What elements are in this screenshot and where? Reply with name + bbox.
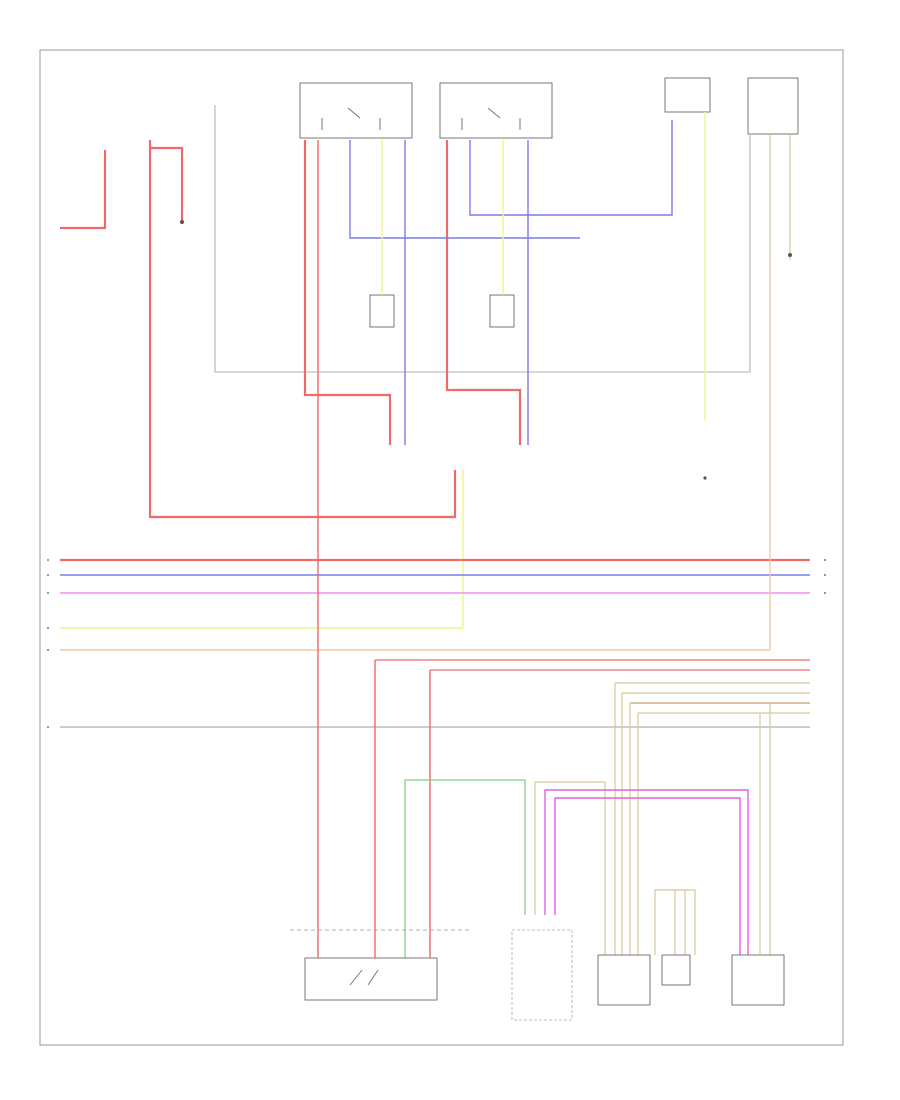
diagram-frame (39, 49, 844, 1046)
combination-switch-outputs (769, 135, 791, 260)
right-feed-lines (375, 659, 810, 714)
top-gray-loop (214, 105, 751, 373)
bus-lines (60, 260, 810, 728)
module-switch (349, 969, 379, 986)
switch-contacts-left (321, 107, 381, 130)
lower-green-wire (404, 779, 526, 960)
control-module-outline (511, 929, 573, 1021)
left-motor (597, 954, 651, 1006)
red-wires-top (60, 140, 522, 519)
left-horn-relay (369, 294, 395, 328)
right-motor (731, 954, 785, 1006)
bus-end-markers (47, 559, 826, 728)
right-headlight-switch (439, 82, 553, 139)
left-headlight-switch (299, 82, 413, 139)
lower-red-wires (317, 140, 431, 960)
lower-tan-wires (534, 683, 696, 955)
right-horn-relay (489, 294, 515, 328)
lower-magenta-wires (544, 789, 749, 955)
exterior-lights-control-module (304, 957, 438, 1001)
switch-contacts-right (461, 107, 521, 130)
blue-wires-top (349, 120, 673, 445)
lower-right-feeds (759, 703, 771, 955)
center-switch (661, 954, 691, 986)
ground-symbol (180, 220, 792, 480)
combination-switch (747, 77, 799, 135)
yellow-wires-top (381, 112, 706, 628)
fuse-block (664, 77, 711, 113)
